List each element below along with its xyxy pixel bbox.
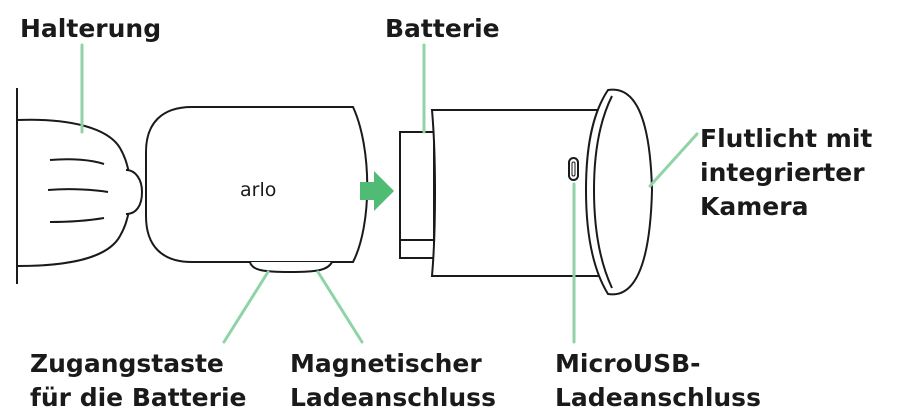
label-battery-access-line2: für die Batterie <box>30 383 247 412</box>
callout-lines <box>80 43 699 344</box>
label-battery-text: Batterie <box>385 14 500 43</box>
floodlight-lens <box>584 88 654 296</box>
label-floodlight-line3: Kamera <box>700 192 809 221</box>
callout-magnetic-charging <box>316 270 364 344</box>
mount-joint <box>125 169 144 215</box>
floodlight-illustration <box>584 88 654 296</box>
battery-housing <box>430 109 609 277</box>
label-microusb-line2: Ladeanschluss <box>555 383 761 412</box>
label-magnetic-line1: Magnetischer <box>290 349 482 378</box>
battery-unit-illustration <box>399 109 609 277</box>
label-microusb-charging: MicroUSB- Ladeanschluss <box>555 347 761 415</box>
battery-release-button <box>249 261 333 274</box>
insert-arrow <box>360 171 394 211</box>
callout-floodlight <box>648 132 699 188</box>
label-battery-access: Zugangstaste für die Batterie <box>30 347 246 415</box>
label-floodlight: Flutlicht mit integrierter Kamera <box>700 122 872 224</box>
label-magnetic-line2: Ladeanschluss <box>290 383 496 412</box>
label-magnetic-charging: Magnetischer Ladeanschluss <box>290 347 496 415</box>
label-mount: Halterung <box>20 14 161 44</box>
label-mount-text: Halterung <box>20 14 162 43</box>
label-battery: Batterie <box>385 14 500 44</box>
arlo-logo: arlo <box>240 179 276 201</box>
battery-pack <box>399 131 435 241</box>
mount-dome <box>16 118 132 268</box>
label-floodlight-line1: Flutlicht mit <box>700 124 873 153</box>
mount-illustration <box>16 88 144 284</box>
callout-battery-access <box>222 270 270 344</box>
label-microusb-line1: MicroUSB- <box>555 349 701 378</box>
camera-body-illustration <box>145 106 369 274</box>
camera-housing <box>145 106 369 263</box>
label-floodlight-line2: integrierter <box>700 158 865 187</box>
label-battery-access-line1: Zugangstaste <box>30 349 224 378</box>
